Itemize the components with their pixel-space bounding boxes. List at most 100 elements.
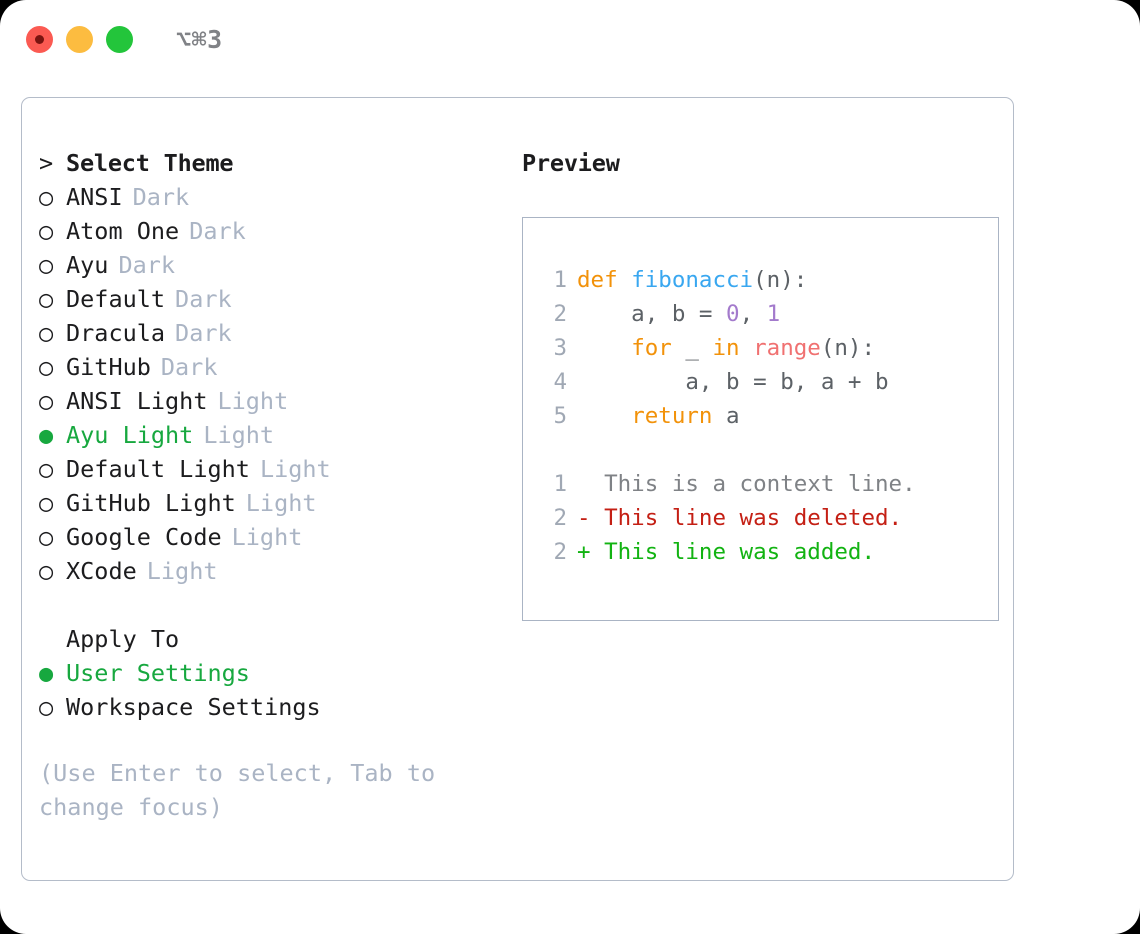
- theme-option-label: Google Code: [66, 523, 222, 551]
- code-token: def: [577, 267, 618, 293]
- code-line: 5 return a: [541, 399, 998, 433]
- theme-variant-tag: Dark: [160, 353, 218, 381]
- code-token: fibonacci: [631, 267, 754, 293]
- theme-option-ansi[interactable]: ○ ANSI Dark: [39, 180, 499, 214]
- theme-option-label: Atom One: [66, 217, 180, 245]
- code-token: (n):: [820, 335, 876, 361]
- preview-heading: Preview: [522, 149, 620, 177]
- diff-line: 2- This line was deleted.: [541, 501, 998, 535]
- theme-variant-tag: Light: [259, 455, 331, 483]
- theme-variant-tag: Light: [203, 421, 275, 449]
- theme-variant-tag: Dark: [132, 183, 190, 211]
- diff-marker: +: [577, 539, 591, 565]
- radio-unselected-icon: ○: [39, 183, 54, 211]
- line-number: 5: [553, 403, 567, 429]
- radio-unselected-icon: ○: [39, 523, 54, 551]
- code-line: 2 a, b = 0, 1: [541, 297, 998, 331]
- apply-to-marker-placeholder: ○: [39, 622, 66, 656]
- keyboard-shortcut-label: ⌥⌘3: [176, 24, 223, 54]
- theme-variant-tag: Dark: [189, 217, 246, 245]
- close-button-icon[interactable]: [26, 25, 53, 53]
- radio-unselected-icon: ○: [39, 557, 54, 585]
- apply-to-header: ○ Apply To: [39, 622, 499, 656]
- code-token: [577, 335, 631, 361]
- diff-line: 1 This is a context line.: [541, 467, 998, 501]
- radio-selected-icon: ●: [39, 659, 54, 687]
- theme-option-label: XCode: [66, 557, 137, 585]
- code-token: a, b = b, a + b: [577, 369, 889, 395]
- apply-to-option-user-settings[interactable]: ● User Settings: [39, 656, 499, 690]
- code-token: [577, 403, 631, 429]
- theme-option-github[interactable]: ○ GitHub Dark: [39, 350, 499, 384]
- radio-unselected-icon: ○: [39, 319, 54, 347]
- radio-unselected-icon: ○: [39, 387, 54, 415]
- theme-option-label: GitHub Light: [66, 489, 236, 517]
- code-token: range: [753, 335, 821, 361]
- code-token: return: [631, 403, 713, 429]
- apply-to-option-label: User Settings: [66, 659, 250, 687]
- radio-selected-icon: ●: [39, 421, 54, 449]
- code-token: [618, 267, 632, 293]
- code-token: _: [671, 335, 713, 361]
- theme-variant-tag: Light: [245, 489, 317, 517]
- code-token: 0: [726, 301, 740, 327]
- select-theme-title: Select Theme: [66, 149, 234, 177]
- select-theme-header: > Select Theme: [39, 146, 499, 180]
- theme-variant-tag: Dark: [118, 251, 176, 279]
- theme-option-label: Default Light: [66, 455, 250, 483]
- theme-option-label: GitHub: [66, 353, 151, 381]
- apply-to-list: ● User Settings ○ Workspace Settings: [39, 656, 499, 724]
- line-number: 3: [553, 335, 567, 361]
- theme-option-label: Dracula: [66, 319, 166, 347]
- theme-option-label: ANSI Light: [66, 387, 208, 415]
- title-bar: ⌥⌘3: [0, 0, 1140, 78]
- theme-variant-tag: Light: [217, 387, 289, 415]
- diff-text: This line was deleted.: [590, 505, 903, 531]
- minimize-button-icon[interactable]: [66, 25, 93, 53]
- apply-to-option-workspace-settings[interactable]: ○ Workspace Settings: [39, 690, 499, 724]
- code-line: 4 a, b = b, a + b: [541, 365, 998, 399]
- keyboard-hint-text: (Use Enter to select, Tab to change focu…: [39, 759, 436, 821]
- radio-unselected-icon: ○: [39, 455, 54, 483]
- line-number: 1: [553, 471, 567, 497]
- code-token: a: [712, 403, 740, 429]
- prompt-caret-icon: >: [39, 149, 54, 177]
- apply-to-title: Apply To: [66, 625, 180, 653]
- diff-sample: 1 This is a context line.2- This line wa…: [541, 467, 998, 569]
- code-line: 3 for _ in range(n):: [541, 331, 998, 365]
- theme-option-label: Ayu Light: [66, 421, 194, 449]
- diff-marker: -: [577, 505, 591, 531]
- code-token: for: [631, 335, 672, 361]
- line-number: 1: [553, 267, 567, 293]
- theme-option-ayu-light[interactable]: ● Ayu Light Light: [39, 418, 499, 452]
- diff-line: 2+ This line was added.: [541, 535, 998, 569]
- radio-unselected-icon: ○: [39, 353, 54, 381]
- line-number: 4: [553, 369, 567, 395]
- traffic-light-buttons: [26, 25, 133, 53]
- radio-unselected-icon: ○: [39, 693, 54, 721]
- theme-variant-tag: Dark: [175, 285, 232, 313]
- code-token: (n):: [753, 267, 808, 293]
- code-diff-separator: [541, 433, 998, 467]
- theme-option-label: Default: [66, 285, 166, 313]
- code-line: 1 def fibonacci(n):: [541, 263, 998, 297]
- theme-option-default-light[interactable]: ○ Default Light Light: [39, 452, 499, 486]
- code-token: [740, 335, 754, 361]
- theme-option-ansi-light[interactable]: ○ ANSI Light Light: [39, 384, 499, 418]
- code-token: a, b =: [577, 301, 727, 327]
- theme-option-label: ANSI: [66, 183, 123, 211]
- spacer: [39, 588, 499, 622]
- zoom-button-icon[interactable]: [106, 25, 133, 53]
- radio-unselected-icon: ○: [39, 251, 54, 279]
- apply-to-option-label: Workspace Settings: [66, 693, 321, 721]
